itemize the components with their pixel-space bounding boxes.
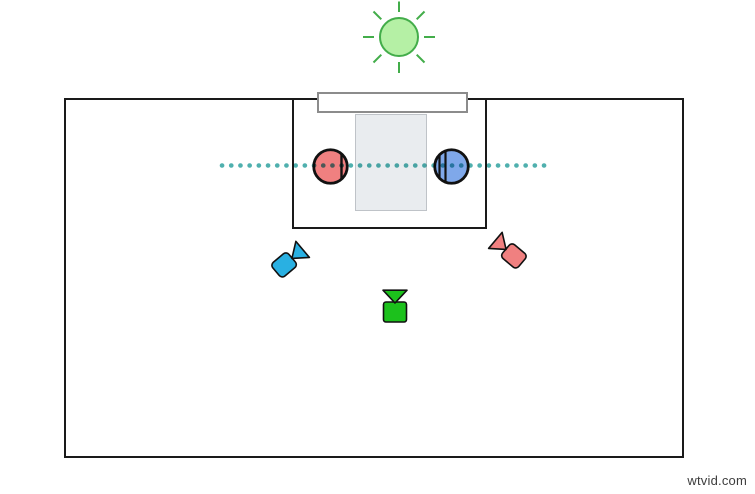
sun-light-icon xyxy=(363,1,435,73)
table xyxy=(355,114,427,211)
sun-core xyxy=(379,17,419,57)
window-bar xyxy=(317,92,468,113)
sun-rays xyxy=(363,1,435,73)
camera-blue-icon xyxy=(271,240,311,278)
eyeline-dotted-line xyxy=(219,163,551,168)
camera-green-icon xyxy=(382,289,408,323)
camera-red-icon xyxy=(487,231,527,269)
camera-blue-shape xyxy=(271,240,311,278)
camera-red-shape xyxy=(487,231,527,269)
camera-green-shape xyxy=(382,289,408,323)
watermark: wtvid.com xyxy=(687,473,747,488)
interview-booth xyxy=(292,99,487,229)
